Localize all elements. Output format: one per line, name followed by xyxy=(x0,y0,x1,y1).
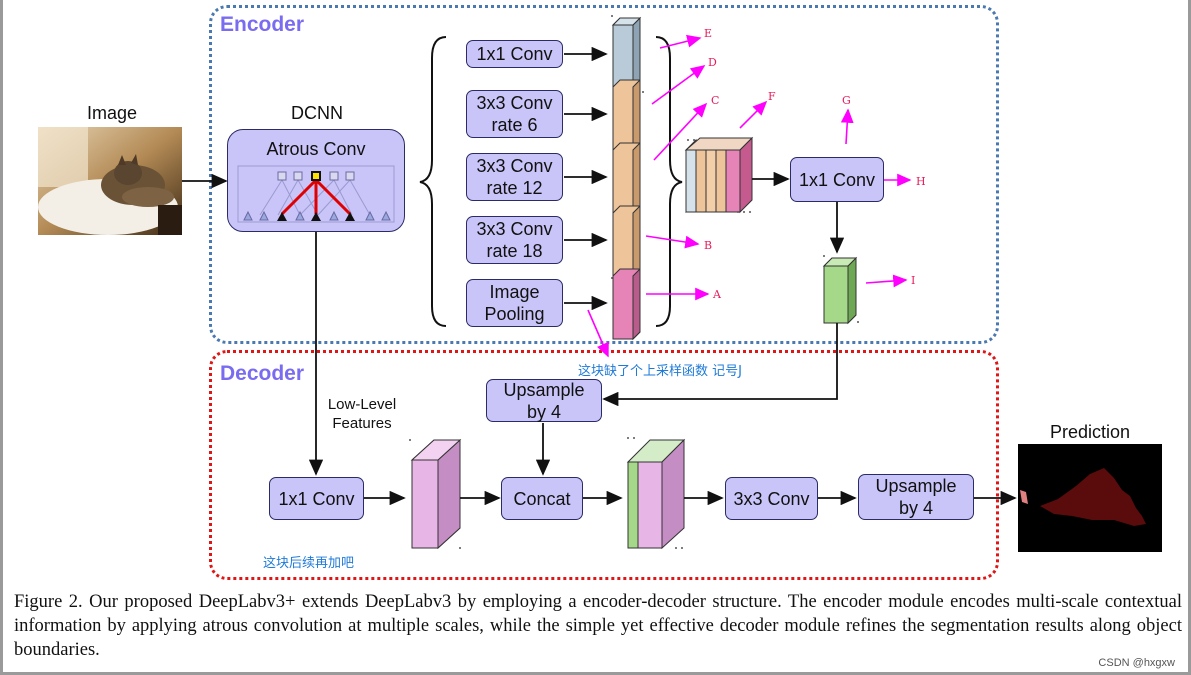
annotation-e: E xyxy=(704,27,713,40)
upsample2-line2: by 4 xyxy=(898,498,934,518)
annotation-h: H xyxy=(916,175,926,188)
branch-rate18-line2: rate 18 xyxy=(486,241,543,261)
image-label: Image xyxy=(86,103,138,123)
decoder-3x3-conv-label: 3x3 Conv xyxy=(733,488,810,509)
watermark: CSDN @hxgxw xyxy=(1096,657,1177,669)
branch-rate6-line1: 3x3 Conv xyxy=(476,93,553,113)
note-missing-upsample: 这块缺了个上采样函数 记号J xyxy=(578,364,742,379)
atrous-conv-label: Atrous Conv xyxy=(266,139,366,159)
prediction-label: Prediction xyxy=(1049,422,1131,442)
cat-photo xyxy=(38,127,182,235)
annotation-arrows xyxy=(587,34,912,358)
upsample-by4-final: Upsample by 4 xyxy=(858,474,974,520)
branch-3x3-rate6: 3x3 Conv rate 6 xyxy=(466,90,563,138)
branch-1x1-conv-label: 1x1 Conv xyxy=(476,44,553,64)
decoder-1x1-conv: 1x1 Conv xyxy=(269,477,364,520)
branch-pooling-line1: Image xyxy=(489,282,540,302)
decorative-dots xyxy=(409,15,859,549)
branch-rate18-line1: 3x3 Conv xyxy=(476,219,553,239)
branch-feature-maps xyxy=(611,16,642,341)
figure-caption: Figure 2. Our proposed DeepLabv3+ extend… xyxy=(14,592,1182,660)
branch-pooling-line2: Pooling xyxy=(484,304,545,324)
annotation-b: B xyxy=(704,239,713,252)
annotation-d: D xyxy=(708,56,717,69)
low-level-features-label: Low-Level Features xyxy=(312,395,412,433)
encoder-concat-feature-map xyxy=(684,136,754,214)
encoder-title: Encoder xyxy=(220,13,305,36)
encoder-1x1-conv-label: 1x1 Conv xyxy=(798,169,876,190)
annotation-g: G xyxy=(842,94,851,107)
branch-rate12-line2: rate 12 xyxy=(486,178,543,198)
annotation-f: F xyxy=(768,90,776,103)
encoder-1x1-conv: 1x1 Conv xyxy=(790,157,884,202)
branch-image-pooling: Image Pooling xyxy=(466,279,563,327)
upsample-line1: Upsample xyxy=(503,379,585,400)
prediction-mask-graphic xyxy=(1018,444,1162,552)
low-level-feature-map xyxy=(410,438,462,550)
low-level-line2: Features xyxy=(332,415,392,432)
annotation-c: C xyxy=(711,94,720,107)
encoder-output-feature-map xyxy=(822,256,858,325)
cat-photo-graphic xyxy=(38,127,182,235)
upsample-line2: by 4 xyxy=(526,401,562,422)
branch-rate6-line2: rate 6 xyxy=(491,115,538,135)
decoder-concat-feature-map xyxy=(626,438,686,550)
upsample-by4-box: Upsample by 4 xyxy=(486,379,602,422)
branch-arrows xyxy=(564,46,608,311)
branch-3x3-rate12: 3x3 Conv rate 12 xyxy=(466,153,563,201)
atrous-conv-illustration xyxy=(237,165,395,223)
upsample2-line1: Upsample xyxy=(875,476,957,496)
annotation-a: A xyxy=(713,288,721,301)
decoder-1x1-conv-label: 1x1 Conv xyxy=(278,488,355,509)
dcnn-label: DCNN xyxy=(291,103,343,123)
branch-3x3-rate18: 3x3 Conv rate 18 xyxy=(466,216,563,264)
note-later: 这块后续再加吧 xyxy=(263,556,355,571)
annotation-i: I xyxy=(911,274,916,287)
decoder-title: Decoder xyxy=(220,362,305,385)
concat-label: Concat xyxy=(513,488,571,509)
branch-rate12-line1: 3x3 Conv xyxy=(476,156,553,176)
concat-box: Concat xyxy=(501,477,583,520)
decoder-3x3-conv: 3x3 Conv xyxy=(725,477,818,520)
branch-1x1-conv: 1x1 Conv xyxy=(466,40,563,68)
low-level-line1: Low-Level xyxy=(327,396,397,413)
prediction-mask xyxy=(1018,444,1162,552)
